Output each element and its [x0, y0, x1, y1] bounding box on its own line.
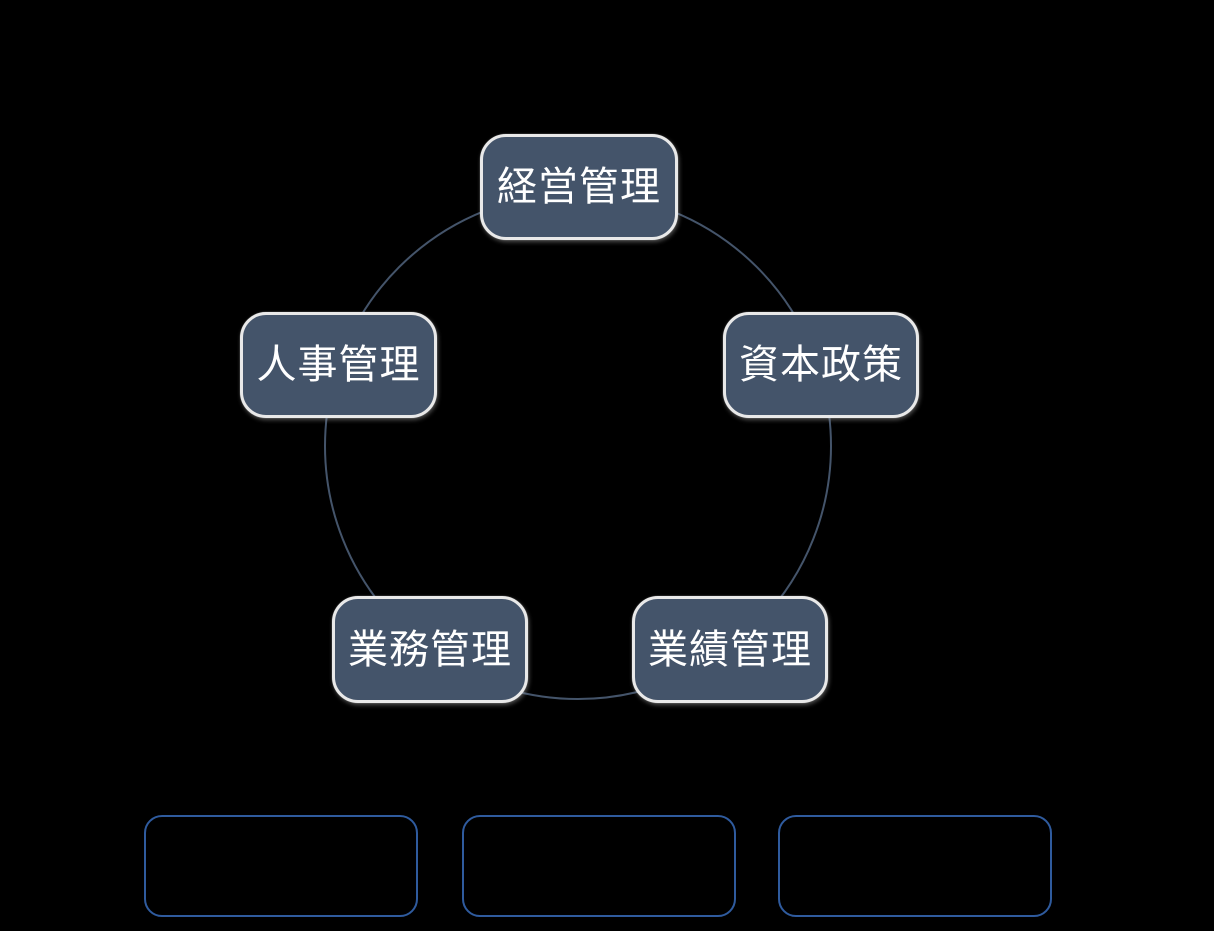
empty-placeholder-box-3 [778, 815, 1052, 917]
cycle-node-label: 人事管理 [256, 342, 421, 388]
cycle-node-gyomu-kanri: 業務管理 [332, 596, 528, 703]
empty-placeholder-box-1 [144, 815, 418, 917]
cycle-node-jinji-kanri: 人事管理 [240, 312, 437, 418]
cycle-node-label: 資本政策 [739, 342, 903, 388]
empty-placeholder-box-2 [462, 815, 736, 917]
cycle-node-gyoseki-kanri: 業績管理 [632, 596, 828, 703]
cycle-node-shihon-seisaku: 資本政策 [723, 312, 919, 418]
cycle-node-label: 経営管理 [497, 164, 661, 210]
cycle-node-keiei-kanri: 経営管理 [480, 134, 678, 240]
cycle-node-label: 業務管理 [348, 626, 512, 673]
cycle-node-label: 業績管理 [648, 626, 812, 673]
